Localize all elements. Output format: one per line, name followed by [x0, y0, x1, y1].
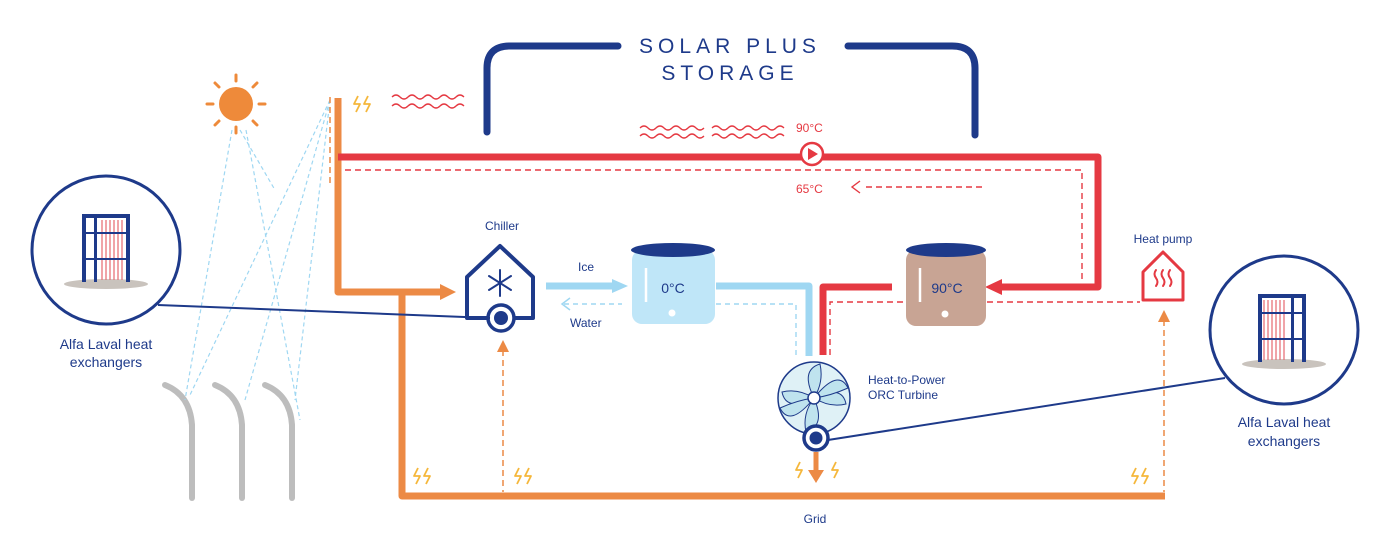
- hot-supply-temp: 90°C: [796, 121, 823, 135]
- snowflake-icon: [488, 269, 512, 297]
- red-dashed-return: [345, 169, 1140, 355]
- heat-pump-label: Heat pump: [1134, 232, 1193, 246]
- chiller-up-arrow: [497, 340, 509, 352]
- left-connector: [157, 304, 491, 319]
- water-label: Water: [570, 316, 602, 330]
- chiller-exchanger-icon: [486, 303, 516, 333]
- turbine-label-2: ORC Turbine: [868, 388, 938, 402]
- orc-turbine-icon: [777, 361, 851, 435]
- water-arrowhead: [560, 297, 571, 311]
- hot-tank-temp: 90°C: [931, 280, 962, 296]
- ice-label: Ice: [578, 260, 594, 274]
- hot-tank: [906, 243, 986, 326]
- cold-tank: [631, 243, 715, 324]
- return-temp: 65°C: [796, 182, 823, 196]
- return-arrowhead: [850, 180, 861, 194]
- sun-ray-lines: [184, 99, 331, 421]
- light-blue-pipes: [546, 282, 813, 356]
- lightning-icons: [353, 95, 1149, 485]
- ice-arrowhead: [612, 279, 628, 293]
- orange-arrowhead: [440, 284, 456, 300]
- turbine-output-arrow: [808, 470, 824, 483]
- red-arrowhead: [985, 279, 1002, 295]
- chiller-label: Chiller: [485, 219, 519, 233]
- left-exchanger-label-1: Alfa Laval heat: [60, 336, 153, 352]
- right-exchanger-label-2: exchangers: [1248, 433, 1320, 449]
- right-connector: [827, 377, 1226, 441]
- red-hot-loop: [338, 153, 1102, 355]
- left-heat-exchanger-badge: [30, 174, 182, 326]
- heat-pump-icon: [1141, 250, 1185, 302]
- chiller-house-icon: [465, 244, 535, 320]
- turbine-label-1: Heat-to-Power: [868, 373, 945, 387]
- orange-power-lines: [334, 98, 1165, 500]
- orange-dashed-lines: [329, 97, 1165, 492]
- title-line-2: STORAGE: [661, 62, 798, 85]
- right-exchanger-label-1: Alfa Laval heat: [1238, 414, 1331, 430]
- title-bracket: [483, 42, 979, 139]
- light-blue-dashed: [564, 303, 797, 358]
- left-exchanger-label-2: exchangers: [70, 354, 142, 370]
- heat-waves: [391, 94, 785, 139]
- cold-tank-temp: 0°C: [661, 280, 685, 296]
- turbine-exchanger-icon: [802, 424, 830, 452]
- right-heat-exchanger-badge: [1208, 254, 1360, 406]
- heatpump-up-arrow: [1158, 310, 1170, 322]
- wind-turbines: [162, 382, 295, 501]
- heat-exchanger-icon: [1258, 294, 1306, 362]
- heat-exchanger-icon: [82, 214, 130, 282]
- title-line-1: SOLAR PLUS: [639, 35, 821, 58]
- sun-icon: [205, 73, 267, 135]
- pump-icon: [799, 141, 825, 167]
- grid-label: Grid: [804, 512, 827, 526]
